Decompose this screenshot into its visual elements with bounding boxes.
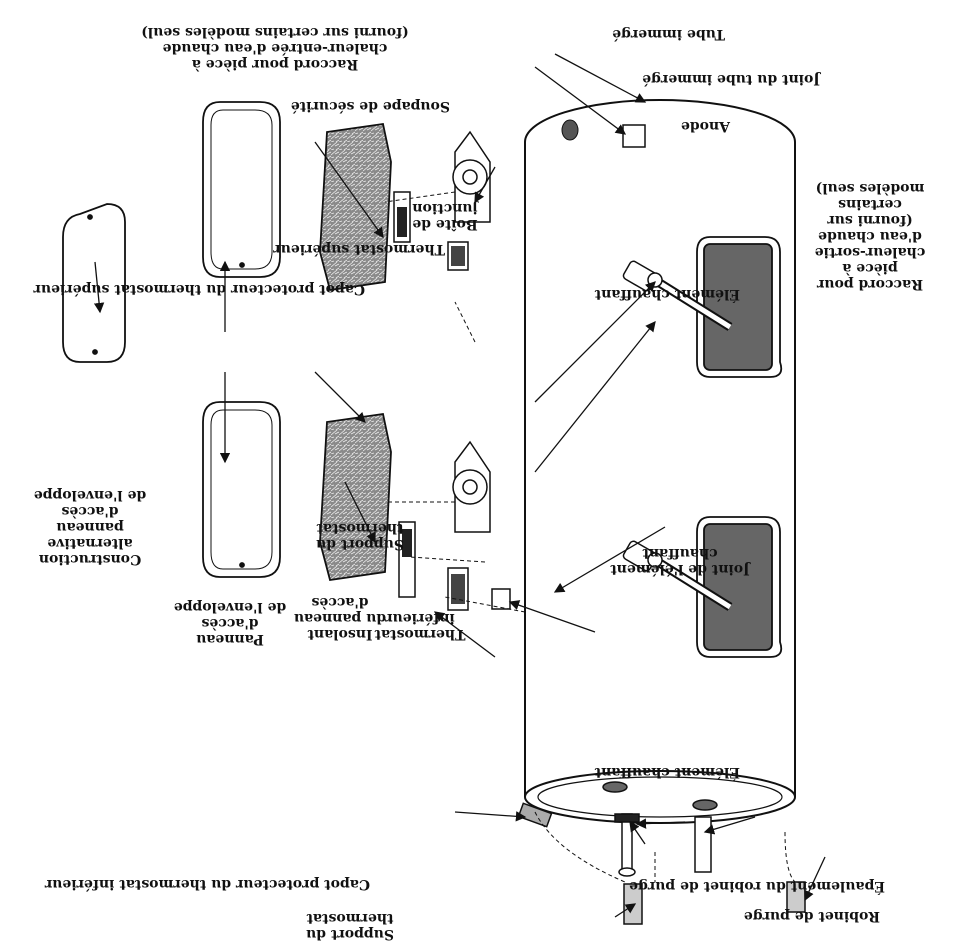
label-soupape: Soupape de sécurité [290,98,450,114]
label-joint-element: Joint de l'élément chauffant [610,545,750,577]
label-construction-alternative: Construction alternative panneau d'accès… [33,487,147,567]
label-epaulement-purge: Épaulement du robinet de purge [629,878,885,894]
heating-element-upper [622,540,733,611]
label-element-chauffant-bottom: Élément chauffant [594,764,740,780]
junction-box [491,588,511,610]
label-raccord-entree: Raccord pour pièce à chaleur-entrée d'ea… [141,24,409,72]
label-thermostat-superieur: Thermostat supérieur [273,241,445,257]
alternative-panel [62,203,126,363]
leader-arrows [93,53,826,918]
tank-top-fittings [602,781,718,811]
label-robinet-purge: Robinet de purge [743,908,880,924]
label-capot-inferieur: Capot protecteur du thermostat inférieur [44,876,370,892]
element-window-upper [696,516,783,658]
label-joint-tube: Joint du tube immergé [642,71,820,87]
label-support-thermostat-top: Support du thermostat [316,520,404,552]
tank [524,99,796,824]
thermostat-lower-core [451,246,465,266]
insulation-lower [319,122,392,292]
label-boite-jonction: Boîte de junction [412,200,478,232]
access-panel-upper [202,401,281,578]
label-insolant-bottom: Insolant du panneau d'accès [293,594,387,642]
cap-upper-window [402,529,412,557]
dip-tube-gasket [614,813,640,823]
thermostat-upper-core [451,574,465,604]
insulation-upper [319,412,392,582]
label-tube-immerge: Tube immergé [612,26,725,42]
label-raccord-sortie: Raccord pour pièce à chaleur-sortie d'ea… [814,180,926,292]
label-support-thermostat-bottom: Support du thermostat [306,910,394,942]
label-panneau-enveloppe: Panneau d'accès de l'enveloppe [173,599,287,647]
label-element-chauffant-top: Élément chauffant [594,286,740,302]
label-anode: Anode [680,118,730,134]
element-window-lower [696,236,783,378]
guide-lines [384,191,796,883]
anode-pipe [694,816,712,873]
cap-lower-window [397,207,407,237]
fittings [517,124,806,925]
relief-valve [517,802,553,828]
thermostat-bracket-upper [452,440,491,533]
label-capot-superieur: Capot protecteur du thermostat supérieur [33,281,365,297]
drain-port [561,119,579,141]
drain-valve [622,124,646,148]
access-panel-lower [202,101,281,278]
